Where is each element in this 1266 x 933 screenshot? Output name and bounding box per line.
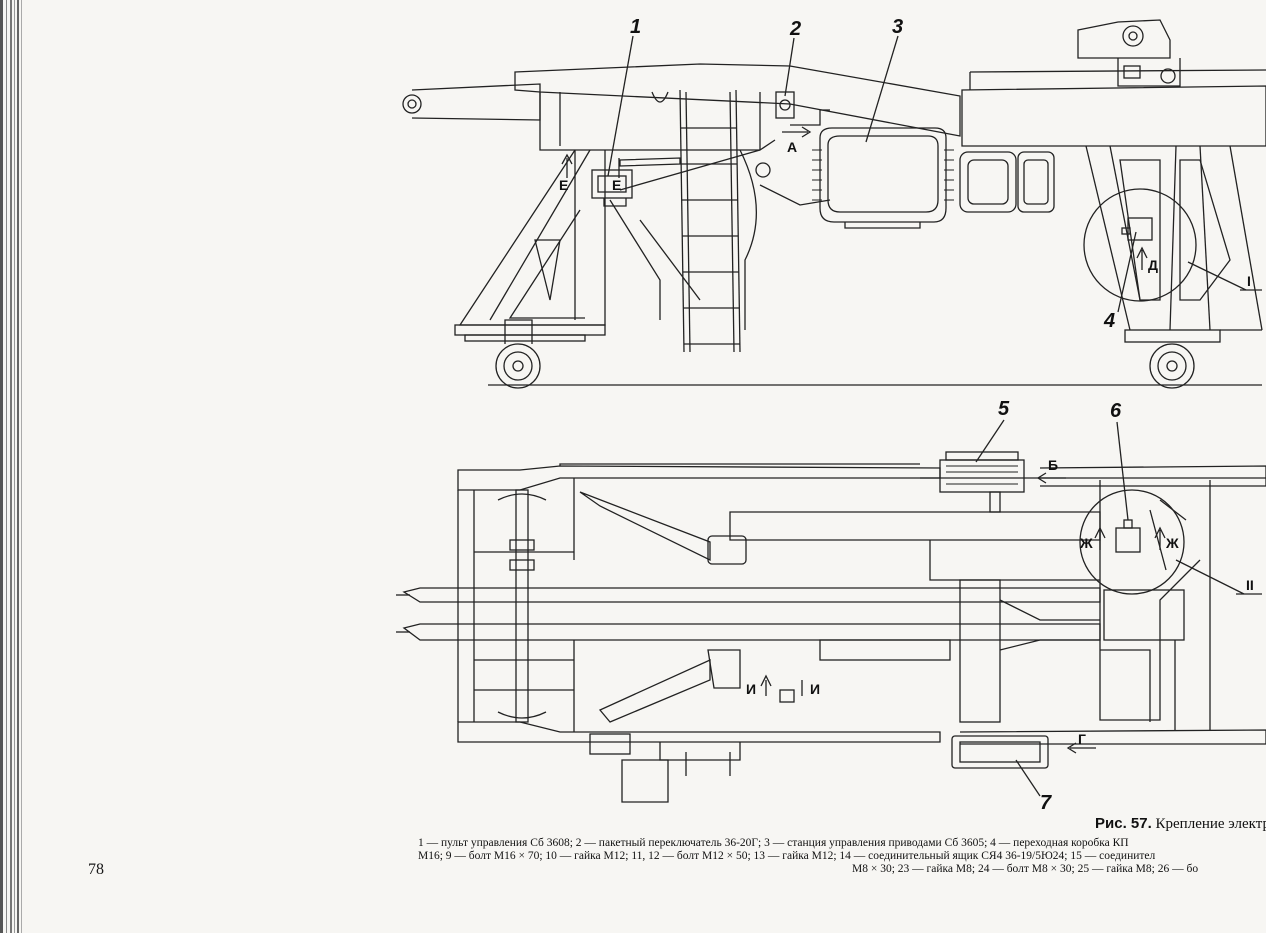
view-label-A: А bbox=[787, 139, 797, 155]
callout-3: 3 bbox=[892, 16, 904, 38]
page-number: 78 bbox=[88, 861, 104, 878]
figure-title: Крепление электр bbox=[1155, 816, 1266, 832]
scan-spine-edge bbox=[0, 0, 22, 933]
legend-line-3: М8 × 30; 23 — гайка М8; 24 — болт М8 × 3… bbox=[852, 863, 1199, 875]
view-label-ZH-left: Ж bbox=[1079, 535, 1093, 551]
view-label-roman1: I bbox=[1247, 273, 1251, 289]
view-label-E-right: Е bbox=[612, 177, 621, 193]
legend-line-1: 1 — пульт управления Сб 3608; 2 — пакетн… bbox=[418, 837, 1129, 849]
figure-number: Рис. 57. bbox=[1095, 815, 1152, 832]
view-label-I-left: И bbox=[746, 681, 756, 697]
view-label-E-left: Е bbox=[559, 177, 568, 193]
figure-caption-title: Рис. 57. Крепление электр bbox=[1095, 815, 1266, 833]
view-label-I-right: И bbox=[810, 681, 820, 697]
side-elevation-view bbox=[402, 19, 1266, 389]
callout-6: 6 bbox=[1110, 400, 1122, 422]
callout-5: 5 bbox=[998, 398, 1010, 420]
view-label-D: Д bbox=[1148, 257, 1158, 273]
callout-4: 4 bbox=[1104, 310, 1116, 332]
callout-2: 2 bbox=[790, 18, 802, 40]
legend-line-2: М16; 9 — болт М16 × 70; 10 — гайка М12; … bbox=[418, 850, 1156, 862]
view-label-B: Б bbox=[1048, 457, 1058, 473]
view-label-ZH-right: Ж bbox=[1165, 535, 1179, 551]
view-label-roman2: II bbox=[1246, 577, 1254, 593]
callout-7: 7 bbox=[1040, 792, 1052, 814]
callout-1: 1 bbox=[630, 16, 642, 38]
view-label-G: Г bbox=[1078, 731, 1086, 747]
plan-view bbox=[396, 419, 1266, 803]
